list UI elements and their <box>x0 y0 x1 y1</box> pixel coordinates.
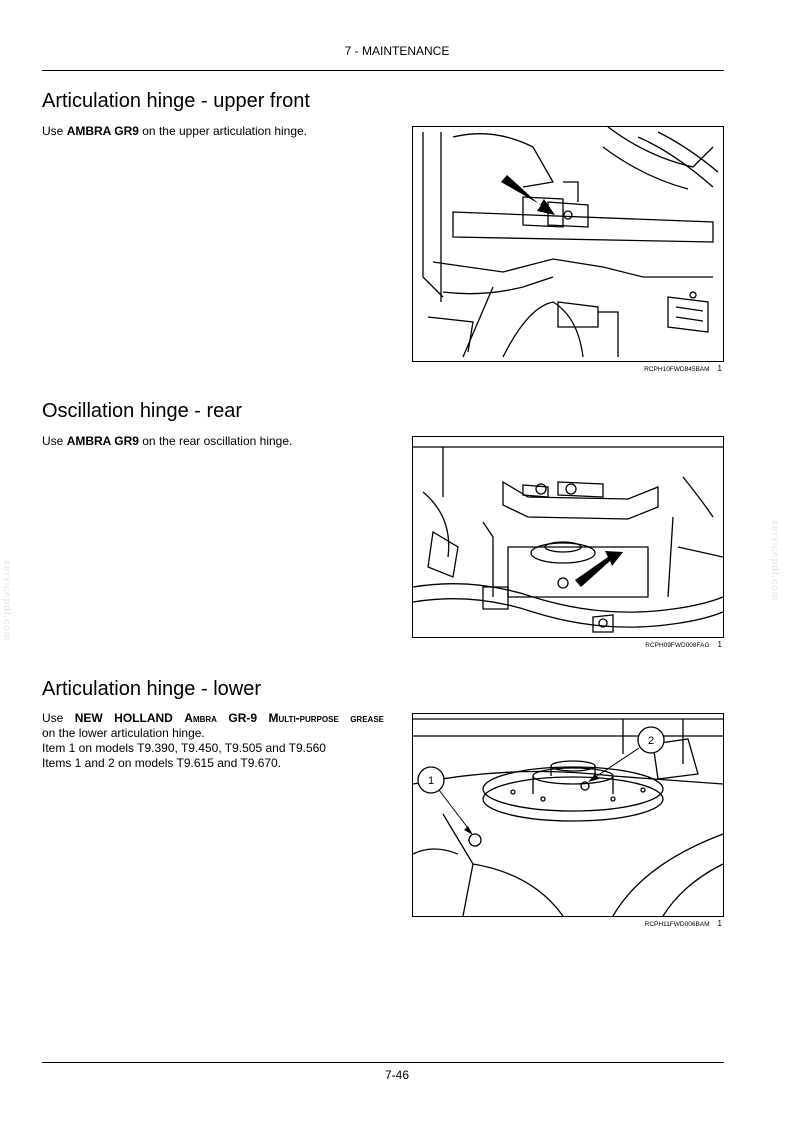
text-prefix: Use <box>42 711 75 725</box>
section-text-upper-front: Use AMBRA GR9 on the upper articulation … <box>42 124 384 139</box>
text-suffix: on the rear oscillation hinge. <box>138 434 293 448</box>
product-brand: NEW HOLLAND <box>74 711 173 725</box>
watermark-right: servicepdf.com <box>769 520 780 602</box>
section-title-upper-front: Articulation hinge - upper front <box>42 90 310 112</box>
figure-oscillation <box>412 436 724 638</box>
callout-1: 1 <box>417 766 473 835</box>
pointer-arrow-icon <box>575 551 623 587</box>
oscillation-hinge-illustration <box>413 446 723 633</box>
figure-number: 1 <box>717 640 722 649</box>
figure-code: RCPH11FWD006BAM <box>644 921 710 928</box>
text-line-1: Use NEW HOLLAND Ambra GR-9 Multi-purpose… <box>42 711 384 726</box>
figure-caption-upper-front: RCPH10FWD845BAM 1 <box>412 364 722 373</box>
figure-code: RCPH09FWD008FAG <box>645 642 710 649</box>
text-prefix: Use <box>42 124 67 138</box>
product-name: Ambra GR-9 <box>184 711 258 725</box>
callout-label-2: 2 <box>648 735 654 747</box>
footer-rule <box>42 1062 724 1063</box>
section-title-lower: Articulation hinge - lower <box>42 678 261 700</box>
figure-number: 1 <box>717 919 722 928</box>
figure-code: RCPH10FWD845BAM <box>644 366 710 373</box>
text-prefix: Use <box>42 434 67 448</box>
page-number: 7-46 <box>384 1068 410 1082</box>
product-type: Multi-purpose grease <box>268 711 384 725</box>
callout-label-1: 1 <box>428 775 434 787</box>
models-item-1: Item 1 on models T9.390, T9.450, T9.505 … <box>42 741 326 755</box>
chapter-header: 7 - MAINTENANCE <box>344 44 450 58</box>
watermark-left: servicepdf.com <box>1 560 12 642</box>
models-items-1-2: Items 1 and 2 on models T9.615 and T9.67… <box>42 756 282 770</box>
text-suffix: on the upper articulation hinge. <box>138 124 308 138</box>
figure-caption-oscillation: RCPH09FWD008FAG 1 <box>412 640 722 649</box>
section-title-oscillation: Oscillation hinge - rear <box>42 400 243 422</box>
upper-hinge-illustration <box>422 127 719 358</box>
pointer-arrow-icon <box>501 175 555 215</box>
header-rule <box>42 70 724 71</box>
section-text-oscillation: Use AMBRA GR9 on the rear oscillation hi… <box>42 434 384 449</box>
lower-hinge-illustration: 1 2 <box>413 718 723 916</box>
figure-upper-front <box>412 126 724 362</box>
callout-2: 2 <box>588 726 665 782</box>
product-name: AMBRA GR9 <box>66 124 139 138</box>
text-suffix: on the lower articulation hinge. <box>42 726 205 740</box>
figure-number: 1 <box>717 364 722 373</box>
product-name: AMBRA GR9 <box>66 434 139 448</box>
section-text-lower: Use NEW HOLLAND Ambra GR-9 Multi-purpose… <box>42 711 384 771</box>
figure-caption-lower: RCPH11FWD006BAM 1 <box>412 919 722 928</box>
figure-lower: 1 2 <box>412 713 724 917</box>
